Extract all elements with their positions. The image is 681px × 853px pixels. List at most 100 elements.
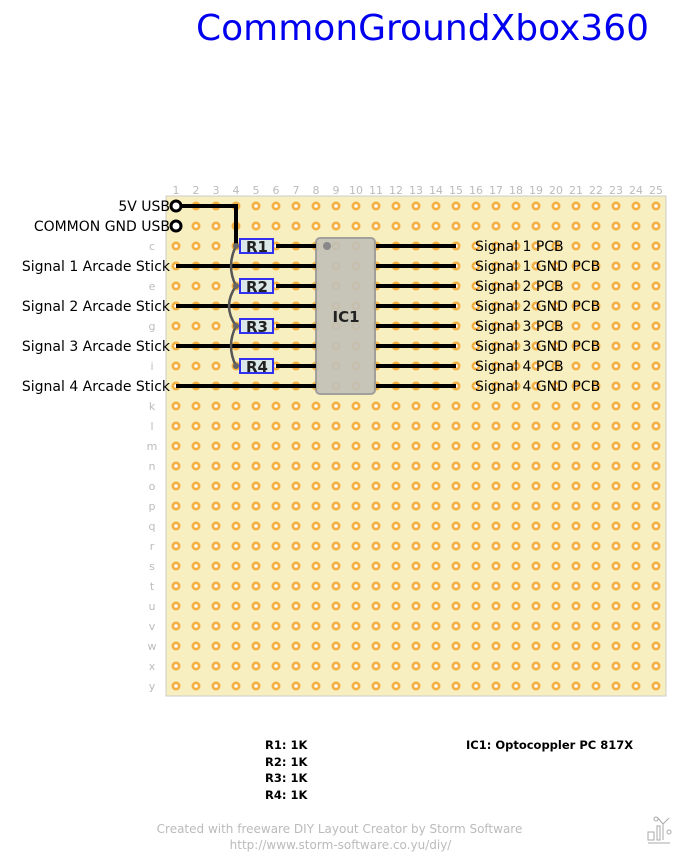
- pad-hole: [534, 204, 538, 208]
- resistor-r4: [239, 358, 274, 374]
- pad-hole: [294, 664, 298, 668]
- pad-hole: [354, 644, 358, 648]
- column-label: 10: [349, 184, 363, 197]
- pad-hole: [554, 424, 558, 428]
- row-label: i: [150, 360, 153, 373]
- pad-hole: [374, 604, 378, 608]
- credit-url[interactable]: http://www.storm-software.co.yu/diy/: [229, 838, 452, 852]
- pad-hole: [594, 684, 598, 688]
- left-label: Signal 1 Arcade Stick: [22, 259, 171, 275]
- pad-hole: [474, 484, 478, 488]
- terminal: [169, 199, 183, 213]
- pad-hole: [634, 284, 638, 288]
- pad-hole: [554, 684, 558, 688]
- pad-hole: [574, 624, 578, 628]
- pad-hole: [254, 544, 258, 548]
- pad-hole: [654, 364, 658, 368]
- pad-hole: [274, 484, 278, 488]
- resistor-bom: R1: 1K R2: 1K R3: 1K R4: 1K: [265, 737, 307, 803]
- jumper-end: [233, 323, 239, 329]
- pad-hole: [194, 404, 198, 408]
- pad-hole: [494, 444, 498, 448]
- pad-hole: [534, 544, 538, 548]
- pad-hole: [214, 464, 218, 468]
- pad-hole: [594, 604, 598, 608]
- pad-hole: [534, 624, 538, 628]
- pad-hole: [634, 504, 638, 508]
- pad-hole: [494, 624, 498, 628]
- row-label: w: [148, 640, 157, 653]
- pad-hole: [194, 444, 198, 448]
- pad-hole: [614, 424, 618, 428]
- pad-hole: [394, 684, 398, 688]
- pad-hole: [594, 464, 598, 468]
- pad-hole: [534, 304, 538, 308]
- row-label: n: [149, 460, 156, 473]
- pad-hole: [214, 284, 218, 288]
- column-label: 4: [233, 184, 240, 197]
- pad-hole: [434, 224, 438, 228]
- pad-hole: [214, 584, 218, 588]
- pad-hole: [374, 624, 378, 628]
- pad-hole: [634, 684, 638, 688]
- pad-hole: [494, 204, 498, 208]
- row-label: o: [149, 480, 156, 493]
- pad-hole: [654, 264, 658, 268]
- pad-hole: [214, 424, 218, 428]
- resistor-r1: [239, 238, 274, 254]
- pad-hole: [214, 624, 218, 628]
- pad-hole: [394, 504, 398, 508]
- pad-hole: [294, 404, 298, 408]
- pad-hole: [414, 444, 418, 448]
- pad-hole: [514, 624, 518, 628]
- row-label: r: [150, 540, 155, 553]
- pad-hole: [574, 604, 578, 608]
- pad-hole: [334, 524, 338, 528]
- pad-hole: [254, 484, 258, 488]
- pad-hole: [634, 544, 638, 548]
- pad-hole: [354, 484, 358, 488]
- ic-body: [315, 237, 376, 395]
- pad-hole: [234, 404, 238, 408]
- pad-hole: [474, 524, 478, 528]
- pad-hole: [574, 344, 578, 348]
- pad-hole: [254, 604, 258, 608]
- pad-hole: [174, 564, 178, 568]
- pad-hole: [334, 224, 338, 228]
- left-label: Signal 2 Arcade Stick: [22, 299, 171, 315]
- pad-hole: [174, 604, 178, 608]
- pad-hole: [514, 244, 518, 248]
- pad-hole: [514, 544, 518, 548]
- pad-hole: [574, 664, 578, 668]
- pad-hole: [254, 404, 258, 408]
- pad-hole: [574, 384, 578, 388]
- pad-hole: [234, 684, 238, 688]
- pad-hole: [374, 644, 378, 648]
- pad-hole: [394, 424, 398, 428]
- row-label: u: [149, 600, 156, 613]
- pad-hole: [574, 224, 578, 228]
- pad-hole: [534, 484, 538, 488]
- pad-hole: [374, 404, 378, 408]
- pad-hole: [214, 444, 218, 448]
- pad-hole: [434, 544, 438, 548]
- pad-hole: [634, 324, 638, 328]
- resistor-label: R3: [246, 318, 268, 336]
- bom-r3: R3: 1K: [265, 771, 308, 785]
- pad-hole: [634, 564, 638, 568]
- pad-hole: [474, 344, 478, 348]
- pad-hole: [574, 204, 578, 208]
- pad-hole: [294, 444, 298, 448]
- pad-hole: [374, 444, 378, 448]
- pad-hole: [514, 644, 518, 648]
- resistor-label: R4: [246, 358, 268, 376]
- pad-hole: [594, 584, 598, 588]
- pad-hole: [214, 404, 218, 408]
- pad-hole: [554, 444, 558, 448]
- row-label: x: [149, 660, 156, 673]
- pad-hole: [574, 504, 578, 508]
- pad-hole: [394, 664, 398, 668]
- pad-hole: [554, 264, 558, 268]
- pad-hole: [574, 544, 578, 548]
- pad-hole: [454, 464, 458, 468]
